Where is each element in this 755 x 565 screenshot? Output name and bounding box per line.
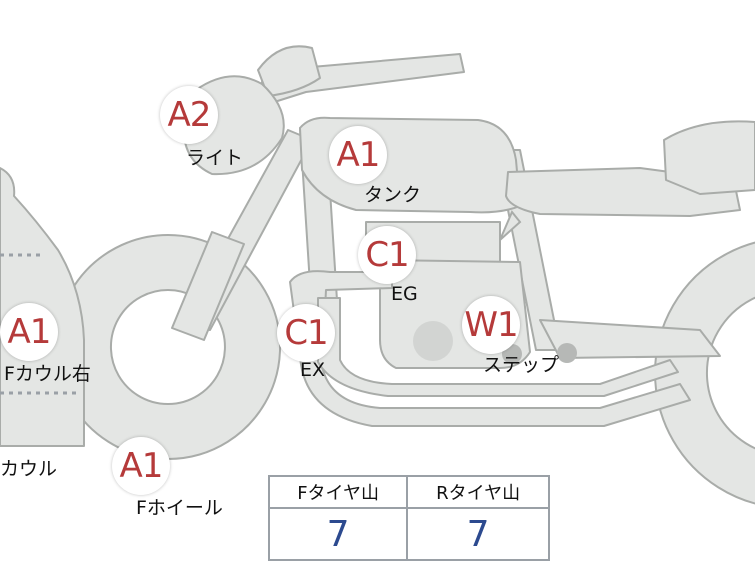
- label-light: ライト: [186, 147, 244, 169]
- grade-badge-step: W1: [462, 296, 520, 354]
- label-front-cowl-right: Fカウル右: [4, 363, 91, 385]
- label-exhaust: EX: [300, 359, 326, 381]
- tire-tread-table: Fタイヤ山 Rタイヤ山 7 7: [267, 475, 550, 561]
- label-front-wheel: Fホイール: [136, 497, 223, 519]
- grade-badge-engine: C1: [358, 226, 416, 284]
- front-wheel-shape: [55, 234, 282, 460]
- step-peg-right: [557, 343, 577, 363]
- label-engine: EG: [391, 283, 418, 305]
- label-cowl-partial: カウル: [0, 458, 58, 480]
- grade-badge-light: A2: [160, 86, 218, 144]
- grade-badge-front-cowl-right: A1: [0, 303, 58, 361]
- exhaust-shape: [289, 270, 691, 427]
- grade-badge-exhaust: C1: [277, 304, 335, 362]
- front-tire-value: 7: [267, 507, 409, 561]
- rear-tire-value: 7: [406, 507, 550, 561]
- grade-badge-tank: A1: [329, 126, 387, 184]
- engine-cover-circle: [413, 321, 453, 361]
- label-tank: タンク: [364, 184, 422, 206]
- grade-badge-front-wheel: A1: [112, 437, 170, 495]
- label-step: ステップ: [483, 354, 560, 376]
- swingarm-shape: [539, 319, 721, 359]
- rear-wheel-shape: [654, 241, 755, 505]
- front-tire-header: Fタイヤ山: [267, 475, 409, 509]
- rear-tire-header: Rタイヤ山: [406, 475, 550, 509]
